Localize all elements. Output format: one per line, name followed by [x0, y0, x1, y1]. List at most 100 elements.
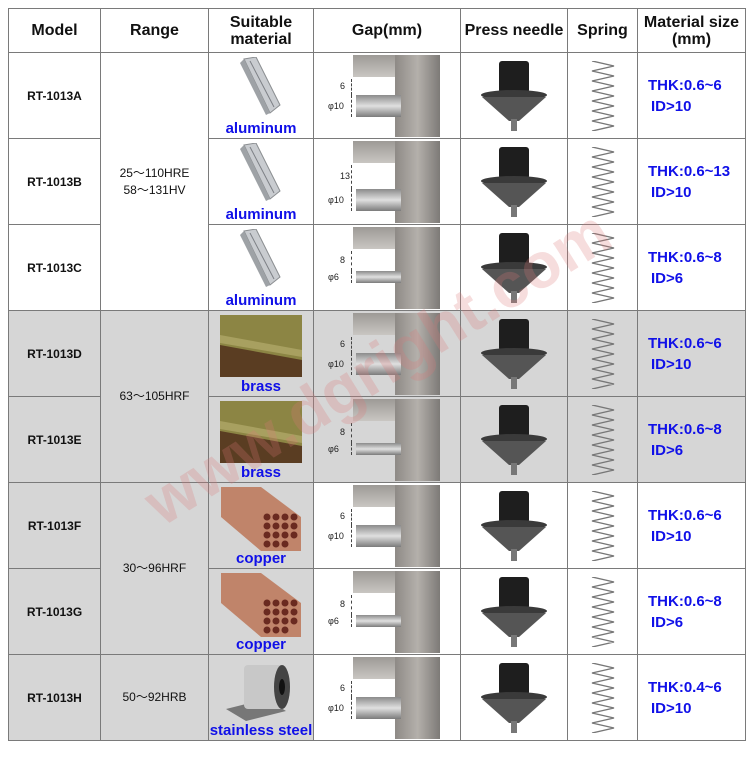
press-needle-image: [479, 403, 549, 482]
range-cell: 50～92HRB: [100, 654, 209, 741]
spring-cell: [567, 138, 638, 225]
range-line: 50～92HRB: [122, 690, 187, 704]
material-cell: brass: [208, 310, 314, 397]
inner-diameter: ID>10: [651, 699, 692, 717]
press-needle-image: [479, 59, 549, 138]
range-line: 63～105HRF: [119, 389, 190, 403]
needle-cell: [460, 654, 568, 741]
gap-diagram: 6 φ10: [328, 485, 440, 567]
gap-cell: 6 φ10: [313, 310, 461, 397]
gap-cell: 6 φ10: [313, 52, 461, 139]
thickness: THK:0.6~8: [648, 420, 722, 438]
material-label: brass: [240, 378, 282, 395]
material-image: [221, 573, 301, 642]
thickness: THK:0.6~8: [648, 592, 722, 610]
material-image: [236, 142, 286, 206]
needle-cell: [460, 396, 568, 483]
inner-diameter: ID>6: [651, 613, 684, 631]
needle-cell: [460, 52, 568, 139]
gap-size: 8: [340, 255, 346, 265]
spring-cell: [567, 224, 638, 311]
pin-diameter: φ10: [328, 359, 344, 369]
material-label: aluminum: [225, 292, 297, 309]
material-cell: stainless steel: [208, 654, 314, 741]
spring-cell: [567, 310, 638, 397]
gap-diagram: 6 φ10: [328, 313, 440, 395]
gap-size: 6: [340, 683, 346, 693]
spring-icon: [590, 60, 616, 136]
press-needle-image: [479, 661, 549, 740]
material-image: [220, 315, 302, 382]
header-size: Material size (mm): [637, 8, 746, 53]
gap-size: 6: [340, 81, 346, 91]
gap-cell: 6 φ10: [313, 482, 461, 569]
range-cell: 25～110HRE 58～131HV: [100, 52, 209, 311]
thickness: THK:0.6~8: [648, 248, 722, 266]
gap-size: 8: [340, 599, 346, 609]
press-needle-image: [479, 317, 549, 396]
needle-cell: [460, 224, 568, 311]
range-line: 25～110HRE: [119, 165, 190, 180]
range-cell: 30～96HRF: [100, 482, 209, 655]
material-cell: aluminum: [208, 138, 314, 225]
material-label: copper: [235, 636, 286, 653]
inner-diameter: ID>10: [651, 97, 692, 115]
material-label: copper: [235, 550, 286, 567]
thickness: THK:0.4~6: [648, 678, 722, 696]
material-image: [226, 659, 296, 726]
material-cell: copper: [208, 482, 314, 569]
thickness: THK:0.6~6: [648, 76, 722, 94]
spring-cell: [567, 482, 638, 569]
needle-cell: [460, 568, 568, 655]
thickness: THK:0.6~6: [648, 506, 722, 524]
spring-icon: [590, 404, 616, 480]
spring-icon: [590, 232, 616, 308]
header-needle: Press needle: [460, 8, 568, 53]
needle-cell: [460, 482, 568, 569]
gap-size: 6: [340, 339, 346, 349]
inner-diameter: ID>10: [651, 183, 692, 201]
material-label: aluminum: [225, 206, 297, 223]
spring-cell: [567, 568, 638, 655]
model-cell: RT-1013C: [8, 224, 101, 311]
material-image: [220, 401, 302, 468]
press-needle-image: [479, 231, 549, 310]
range-line: 30～96HRF: [122, 561, 187, 575]
spring-cell: [567, 654, 638, 741]
thickness: THK:0.6~13: [648, 162, 731, 180]
gap-size: 8: [340, 427, 346, 437]
press-needle-image: [479, 575, 549, 654]
pin-diameter: φ10: [328, 531, 344, 541]
pin-diameter: φ10: [328, 101, 344, 111]
needle-cell: [460, 310, 568, 397]
press-needle-image: [479, 145, 549, 224]
header-gap: Gap(mm): [313, 8, 461, 53]
material-label: stainless steel: [209, 722, 313, 739]
model-cell: RT-1013B: [8, 138, 101, 225]
gap-cell: 6 φ10: [313, 654, 461, 741]
inner-diameter: ID>6: [651, 269, 684, 287]
range-line: 58～131HV: [123, 182, 186, 197]
inner-diameter: ID>10: [651, 527, 692, 545]
gap-size: 6: [340, 511, 346, 521]
model-cell: RT-1013E: [8, 396, 101, 483]
material-label: brass: [240, 464, 282, 481]
model-cell: RT-1013F: [8, 482, 101, 569]
pin-diameter: φ10: [328, 703, 344, 713]
